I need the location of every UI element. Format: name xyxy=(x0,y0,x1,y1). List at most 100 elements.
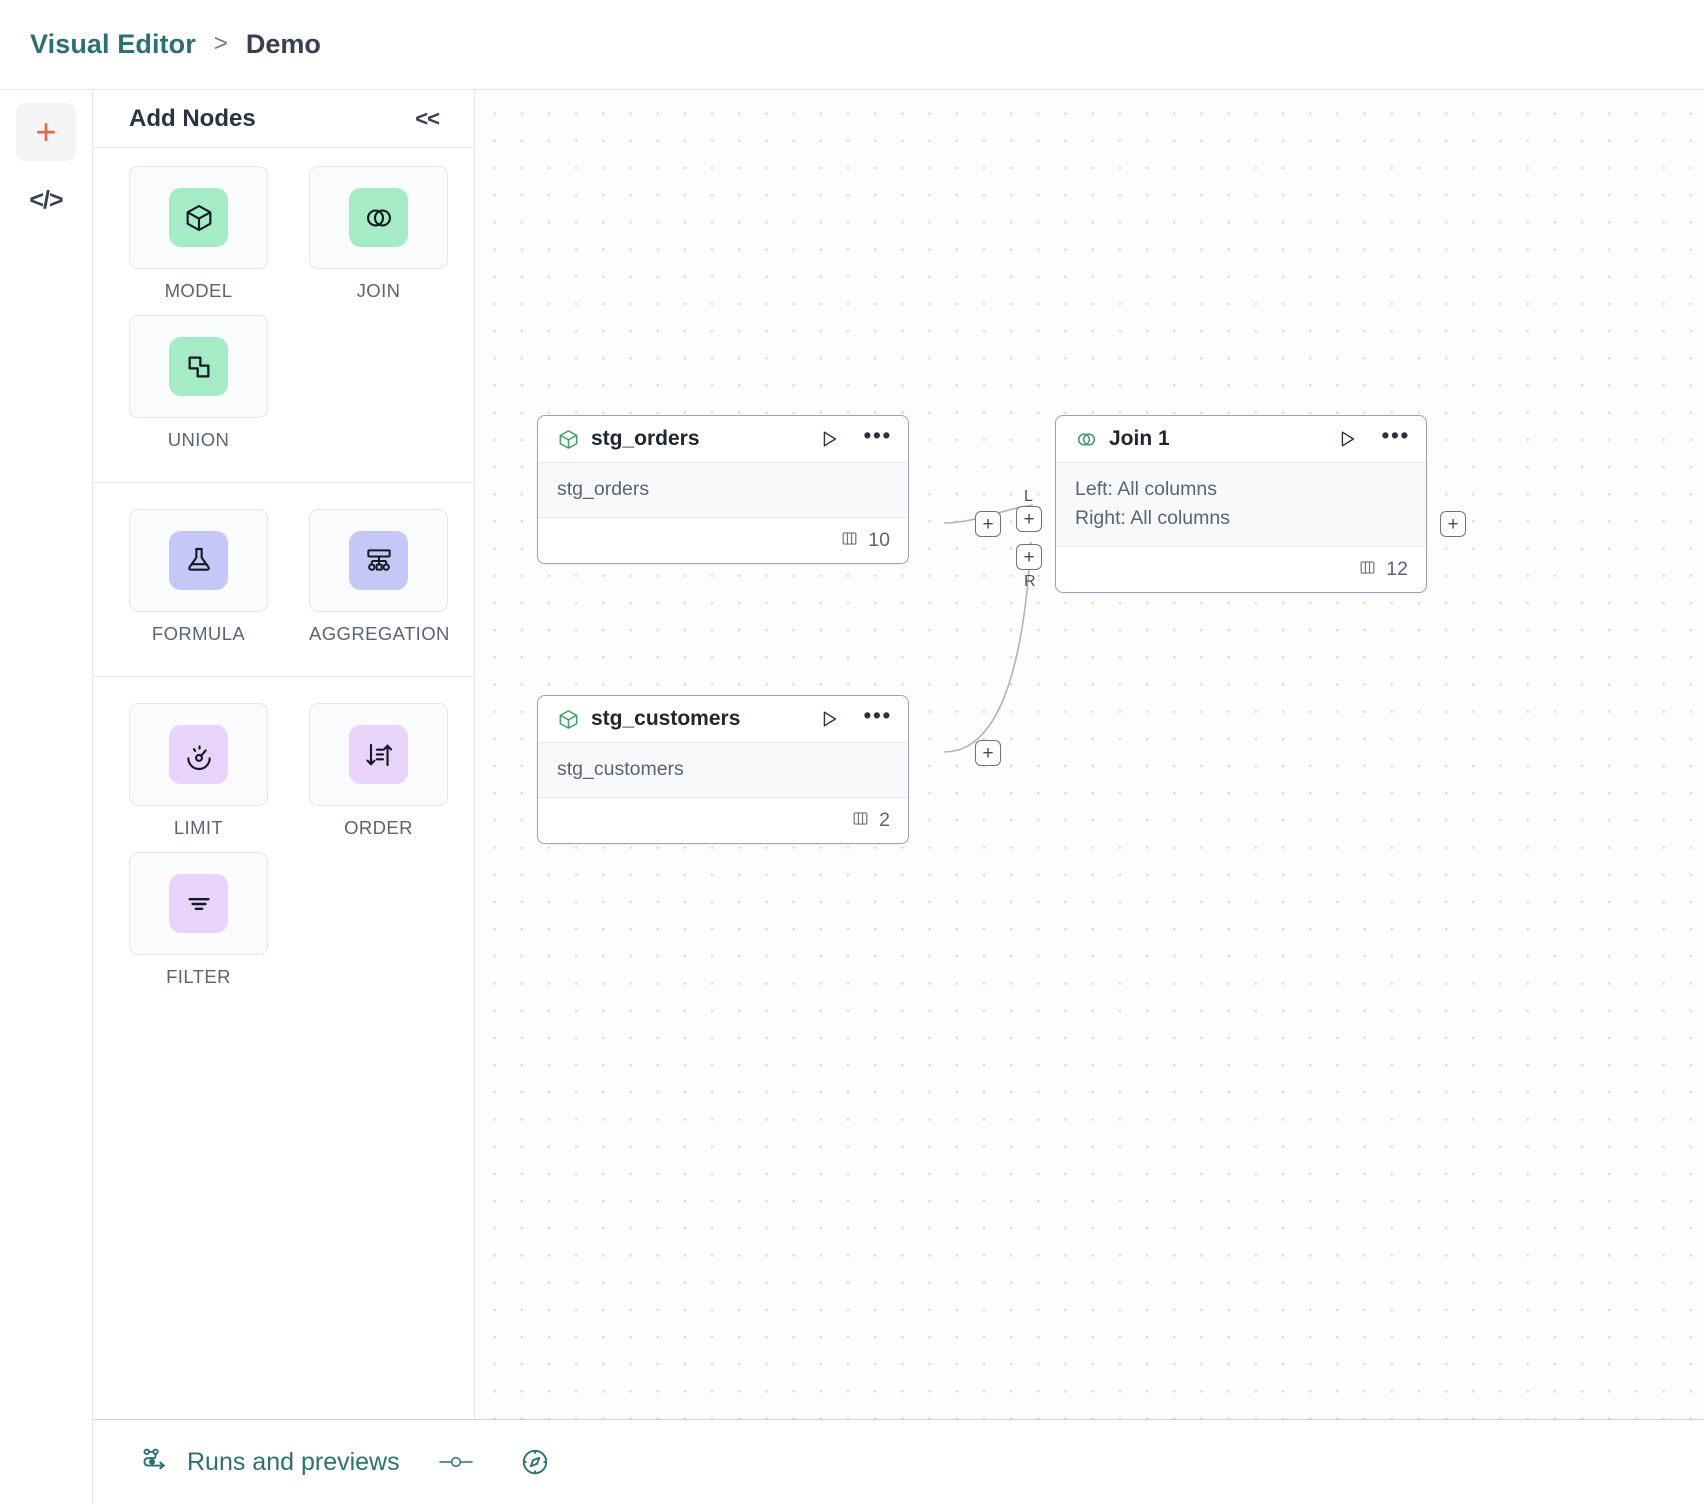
node-stg-customers[interactable]: stg_customers ••• stg_customers 2 + xyxy=(537,695,1001,844)
palette-item-join[interactable]: JOIN xyxy=(309,166,448,302)
node-header: Join 1 ••• xyxy=(1056,416,1426,463)
add-nodes-panel: Add Nodes << MODEL xyxy=(93,89,475,1419)
palette-label-model: MODEL xyxy=(164,280,233,301)
palette-swatch-model xyxy=(169,188,228,247)
node-body-line-right: Right: All columns xyxy=(1075,507,1230,529)
zoom-slider[interactable] xyxy=(438,1452,474,1472)
venn-icon xyxy=(1075,428,1098,451)
collapse-panel-icon[interactable]: << xyxy=(415,105,440,131)
palette-tile-join[interactable] xyxy=(309,166,448,269)
breadcrumb-header: Visual Editor > Demo xyxy=(0,0,1704,89)
output-handle-orders[interactable]: + xyxy=(975,511,1001,537)
compass-icon xyxy=(522,1449,547,1475)
add-nodes-title: Add Nodes xyxy=(129,104,256,132)
palette-swatch-union xyxy=(169,337,228,396)
more-icon[interactable]: ••• xyxy=(863,701,892,728)
palette-item-limit[interactable]: LIMIT xyxy=(129,703,268,839)
palette-swatch-join xyxy=(349,188,408,247)
node-column-count: 2 xyxy=(879,809,890,831)
node-footer: 10 xyxy=(538,518,908,563)
edge-customers-to-join xyxy=(943,541,1032,753)
aggregation-icon xyxy=(366,548,391,571)
cube-icon xyxy=(186,204,211,231)
node-footer: 2 xyxy=(538,798,908,843)
gauge-icon xyxy=(186,744,211,770)
node-body-line-left: Left: All columns xyxy=(1075,478,1217,500)
node-footer: 12 xyxy=(1056,547,1426,592)
add-nodes-header: Add Nodes << xyxy=(93,90,474,148)
node-column-count: 10 xyxy=(868,529,890,551)
more-icon[interactable]: ••• xyxy=(863,421,892,448)
bottom-toolbar: Runs and previews xyxy=(93,1419,1704,1504)
input-handle-right[interactable]: + xyxy=(1016,544,1042,570)
node-body: stg_orders xyxy=(538,463,908,518)
node-header: stg_orders ••• xyxy=(538,416,908,463)
node-row: FORMULA AGGREGATION xyxy=(129,509,449,658)
runs-and-previews-button[interactable]: Runs and previews xyxy=(140,1445,400,1480)
palette-swatch-aggregation xyxy=(349,531,408,590)
node-title: stg_orders xyxy=(591,427,700,450)
palette-item-union[interactable]: UNION xyxy=(129,315,268,451)
palette-tile-aggregation[interactable] xyxy=(309,509,448,612)
code-view-rail-button[interactable]: </> xyxy=(16,171,76,229)
columns-icon xyxy=(840,529,859,553)
palette-item-order[interactable]: ORDER xyxy=(309,703,448,839)
output-handle-customers[interactable]: + xyxy=(975,740,1001,766)
page-title: Demo xyxy=(245,28,321,59)
palette-item-filter[interactable]: FILTER xyxy=(129,852,268,988)
palette-tile-filter[interactable] xyxy=(129,852,268,955)
palette-tile-order[interactable] xyxy=(309,703,448,806)
input-handle-left-label: L xyxy=(1024,488,1033,505)
node-column-count: 12 xyxy=(1386,558,1408,580)
pipeline-icon xyxy=(140,1445,170,1480)
sort-icon xyxy=(365,743,392,766)
palette-label-limit: LIMIT xyxy=(173,817,224,838)
play-icon[interactable] xyxy=(818,708,840,730)
node-row: MODEL JOIN xyxy=(129,166,448,315)
node-stg-orders[interactable]: stg_orders ••• stg_orders 10 + xyxy=(537,415,1001,564)
breadcrumb-root[interactable]: Visual Editor xyxy=(30,28,196,59)
add-node-rail-button[interactable]: + xyxy=(16,103,76,161)
node-group-sources: MODEL JOIN xyxy=(93,148,474,464)
play-icon[interactable] xyxy=(818,428,840,450)
node-body: stg_customers xyxy=(538,743,908,798)
node-header: stg_customers ••• xyxy=(538,696,908,743)
palette-label-aggregation: AGGREGATION xyxy=(309,623,450,644)
flask-icon xyxy=(187,547,210,571)
columns-icon xyxy=(1358,558,1377,582)
palette-item-formula[interactable]: FORMULA xyxy=(129,509,268,645)
node-join-1[interactable]: Join 1 ••• Left: All columns Right: All … xyxy=(1016,415,1466,593)
palette-tile-limit[interactable] xyxy=(129,703,268,806)
recenter-button[interactable] xyxy=(520,1447,550,1477)
palette-label-filter: FILTER xyxy=(166,966,231,987)
palette-tile-union[interactable] xyxy=(129,315,268,418)
node-body-line: stg_customers xyxy=(557,758,684,780)
node-row: FILTER xyxy=(129,852,438,1001)
palette-swatch-order xyxy=(349,725,408,784)
input-handle-left[interactable]: + xyxy=(1016,506,1042,532)
node-title: Join 1 xyxy=(1109,427,1170,450)
input-handle-right-label: R xyxy=(1024,573,1036,590)
play-icon[interactable] xyxy=(1336,428,1358,450)
palette-tile-formula[interactable] xyxy=(129,509,268,612)
palette-tile-model[interactable] xyxy=(129,166,268,269)
union-icon xyxy=(188,356,209,377)
breadcrumb-separator: > xyxy=(213,30,228,57)
node-body: Left: All columns Right: All columns xyxy=(1056,463,1426,547)
cube-icon xyxy=(557,708,580,731)
slider-icon xyxy=(438,1456,473,1468)
flow-canvas[interactable]: stg_orders ••• stg_orders 10 + xyxy=(475,89,1704,1419)
node-body-line: stg_orders xyxy=(557,478,650,500)
output-handle-join[interactable]: + xyxy=(1440,511,1466,537)
palette-item-aggregation[interactable]: AGGREGATION xyxy=(309,509,450,645)
cube-icon xyxy=(557,428,580,451)
left-icon-rail: + </> xyxy=(0,89,93,1504)
palette-label-order: ORDER xyxy=(344,817,413,838)
palette-item-model[interactable]: MODEL xyxy=(129,166,268,302)
columns-icon xyxy=(851,809,870,833)
node-row: UNION xyxy=(129,315,438,464)
venn-icon xyxy=(366,208,391,227)
palette-label-union: UNION xyxy=(167,429,230,450)
more-icon[interactable]: ••• xyxy=(1381,421,1410,448)
palette-swatch-limit xyxy=(169,725,228,784)
